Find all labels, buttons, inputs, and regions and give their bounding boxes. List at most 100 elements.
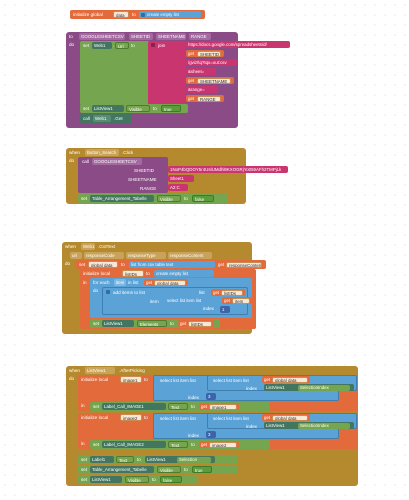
ai-get-listids-field[interactable]: listIDs xyxy=(221,289,243,296)
cgs-sheetname-value[interactable]: Sheet1 xyxy=(168,175,194,182)
set-label-image2-block[interactable]: set Label_Call_IMAGE2 Text to get image2 xyxy=(90,440,270,449)
sle-prop-field[interactable]: Elements xyxy=(137,320,167,327)
list-from-csv-table-block[interactable]: list from csv table text xyxy=(129,261,215,268)
stt-prop-field[interactable]: Visible xyxy=(157,466,181,473)
sli2-get-image2-field[interactable]: image2 xyxy=(209,441,237,448)
cgs-range-value[interactable]: A2:C xyxy=(168,184,188,191)
get-sheetname-field[interactable]: SHEETNAME xyxy=(197,77,231,84)
create-empty-list-block[interactable]: create empty list xyxy=(139,11,201,18)
get-range-field[interactable]: RANGE xyxy=(197,95,221,102)
global-var-name-field[interactable]: data xyxy=(113,11,129,18)
set-global-data-block[interactable]: set global data to list from csv table t… xyxy=(76,260,266,269)
sl1-listview-selection-getter[interactable]: ListView1 Selection xyxy=(145,456,215,463)
fe-get-global-data[interactable]: get global data xyxy=(144,279,188,286)
stv-prop-field[interactable]: Visible xyxy=(157,195,181,202)
stt-true-block[interactable]: true xyxy=(192,466,212,473)
set-listview-elements-block[interactable]: set ListView1 Elements to get listIDs xyxy=(90,319,220,328)
fe-get-global-data-field[interactable]: global data xyxy=(154,279,186,286)
set-table-visible-true-block[interactable]: set Table_Arrangement_Tabelle Visible to… xyxy=(78,465,238,474)
sli1-component-field[interactable]: Label_Call_IMAGE1 xyxy=(102,403,166,410)
set-url-prop-field[interactable]: Url xyxy=(115,42,129,49)
set-lv-component-field[interactable]: ListView1 xyxy=(92,105,124,112)
wgt-param-url[interactable]: url xyxy=(70,252,82,259)
create-empty-list-gear-icon[interactable] xyxy=(141,12,145,17)
il2-selectionindex-field[interactable]: SelectionIndex xyxy=(298,422,350,429)
call-get-component-field[interactable]: Web1 xyxy=(93,115,111,122)
set-web1-url-block[interactable]: set Web1 . Url to xyxy=(80,41,160,105)
ai-select-list-item[interactable]: select list item list xyxy=(165,297,221,304)
sli1-get-image1-field[interactable]: image1 xyxy=(209,403,237,410)
wgt-param-responsetype[interactable]: responseType xyxy=(126,252,166,259)
sl1-component-field[interactable]: Label1 xyxy=(90,456,114,463)
sli2-prop-field[interactable]: Text xyxy=(168,441,188,448)
set-url-component-field[interactable]: Web1 xyxy=(92,42,112,49)
set-table-visible-false-block[interactable]: set Table_Arrangement_Tabelle Visible to… xyxy=(78,194,228,203)
stv-component-field[interactable]: Table_Arrangement_Tabelle xyxy=(90,195,154,202)
il1-index-number[interactable]: 3 xyxy=(206,393,216,400)
sle-get-listids[interactable]: get listIDs xyxy=(178,320,214,327)
sgd-get-responsecontent-field[interactable]: responseContent xyxy=(226,261,262,268)
ai-get-item-field[interactable]: item xyxy=(232,297,250,304)
il1-selectionindex-field[interactable]: SelectionIndex xyxy=(298,384,350,391)
slf-component-field[interactable]: ListView1 xyxy=(90,476,122,483)
init-global-data-block[interactable]: initialize global data to create empty l… xyxy=(70,10,205,19)
ili-create-empty-list[interactable]: create empty list xyxy=(154,270,214,277)
ili-local-name-field[interactable]: listIDs xyxy=(122,270,144,277)
cgs-sheetid-value[interactable]: 1NoP4bQDOY5r4U6lUMdhl9KXOGRjYo059AFh2TMP… xyxy=(168,166,288,173)
sgd-get-responsecontent[interactable]: get responseContent xyxy=(216,261,264,268)
join-string-4[interactable]: &range= xyxy=(186,86,218,93)
add-items-gear-icon[interactable] xyxy=(106,290,110,294)
join-get-sheetid[interactable]: get SHEETID xyxy=(186,50,224,57)
proc-param-sheetid[interactable]: SHEETID xyxy=(129,33,153,40)
sli1-get-image1[interactable]: get image1 xyxy=(199,403,239,410)
set-listview-visible-block[interactable]: set ListView1 Visible to true xyxy=(80,104,188,113)
join-get-sheetname[interactable]: get SHEETNAME xyxy=(186,77,234,84)
get-sheetid-field[interactable]: SHEETID xyxy=(197,50,221,57)
call-googlesheetcsv-block[interactable]: call GOOGLESHEETCSV SHEETID SHEETNAME RA… xyxy=(78,157,168,193)
ai-index-number[interactable]: 1 xyxy=(220,306,230,313)
call-web1-get-block[interactable]: call Web1 .Get xyxy=(80,114,132,123)
text-join-block[interactable]: join xyxy=(148,41,186,107)
ai-get-listids[interactable]: get listIDs xyxy=(211,289,245,296)
proc-param-sheetname[interactable]: SHEETNAME xyxy=(156,33,186,40)
set-lv-true-block[interactable]: true xyxy=(161,105,181,112)
wgt-param-responsecontent[interactable]: responseContent xyxy=(168,252,212,259)
fe-item-field[interactable]: item xyxy=(114,279,126,286)
join-gear-icon[interactable] xyxy=(151,43,155,47)
slf-false-block[interactable]: false xyxy=(160,476,182,483)
sle-component-field[interactable]: ListView1 xyxy=(102,320,134,327)
stt-component-field[interactable]: Table_Arrangement_Tabelle xyxy=(90,466,154,473)
set-label-image1-block[interactable]: set Label_Call_IMAGE1 Text to get image1 xyxy=(90,402,270,411)
join-string-1[interactable]: https://docs.google.com/spreadsheets/d/ xyxy=(186,41,290,48)
bsc-component-field[interactable]: Button_Search xyxy=(85,149,119,156)
ai-get-item[interactable]: get item xyxy=(222,297,252,304)
sli1-prop-field[interactable]: Text xyxy=(168,403,188,410)
sle-get-listids-field[interactable]: listIDs xyxy=(188,320,212,327)
slf-prop-field[interactable]: Visible xyxy=(125,476,149,483)
set-label1-text-block[interactable]: set Label1 Text to ListView1 Selection xyxy=(78,455,238,464)
set-listview-visible-false-block[interactable]: set ListView1 Visible to false xyxy=(78,475,198,484)
sl1-prop-field[interactable]: Text xyxy=(116,456,134,463)
proc-name-field[interactable]: GOOGLESHEETCSV xyxy=(79,33,125,40)
il2-name-field[interactable]: image2 xyxy=(120,414,142,421)
cgs-procedure-field[interactable]: GOOGLESHEETCSV xyxy=(92,158,142,165)
join-string-2[interactable]: /gviz/tq?tqx=out:csv xyxy=(186,59,238,66)
il2-index-number[interactable]: 3 xyxy=(206,431,216,438)
join-get-range[interactable]: get RANGE xyxy=(186,95,224,102)
il2-get-global-field[interactable]: global data xyxy=(272,414,308,421)
sli2-component-field[interactable]: Label_Call_IMAGE2 xyxy=(102,441,166,448)
proc-param-range[interactable]: RANGE xyxy=(189,33,211,40)
il2-get-global-data[interactable]: get global data xyxy=(262,414,310,421)
add-items-to-list-block[interactable]: add items to list list get listIDs item xyxy=(102,287,248,315)
join-string-3[interactable]: &sheet= xyxy=(186,68,216,75)
stv-false-block[interactable]: false xyxy=(192,195,214,202)
il1-name-field[interactable]: image1 xyxy=(120,376,142,383)
sli2-get-image2[interactable]: get image2 xyxy=(199,441,239,448)
il1-get-global-data[interactable]: get global data xyxy=(262,376,310,383)
wgt-component-field[interactable]: Web1 xyxy=(81,243,95,250)
wgt-param-responsecode[interactable]: responseCode xyxy=(84,252,124,259)
il1-get-global-field[interactable]: global data xyxy=(272,376,308,383)
sl1-selection-field[interactable]: Selection xyxy=(177,456,211,463)
il2-listview-getter[interactable]: ListView1 SelectionIndex xyxy=(264,422,354,429)
set-lv-prop-field[interactable]: Visible xyxy=(126,105,150,112)
